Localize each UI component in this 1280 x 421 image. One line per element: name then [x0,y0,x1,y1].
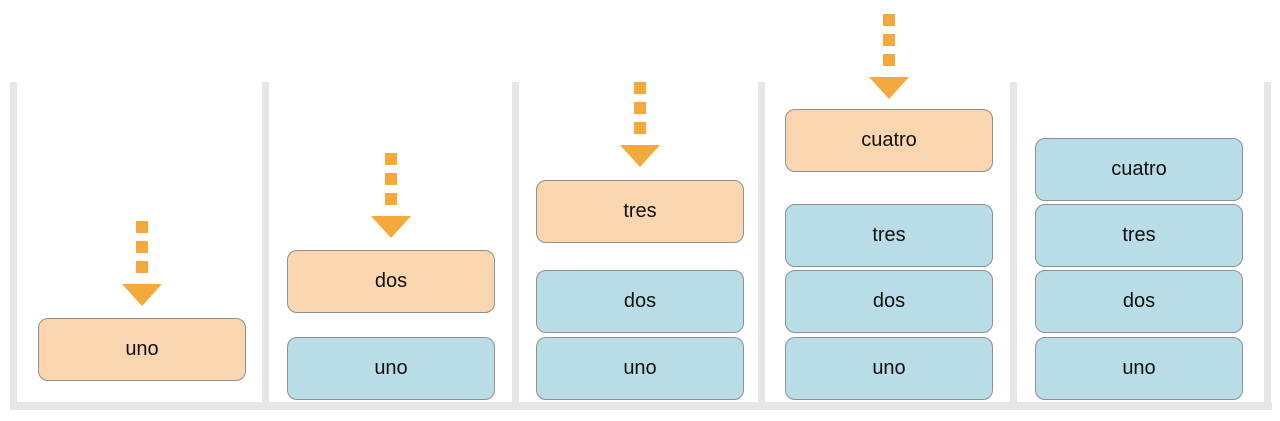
dashed-down-arrow-icon [620,82,660,167]
incoming-element: uno [38,318,246,381]
stacked-element: dos [785,270,993,333]
divider-1-2 [262,82,269,408]
incoming-element: tres [536,180,744,243]
stacked-element: uno [1035,337,1243,400]
divider-right-edge [1264,82,1271,408]
stacked-element: tres [785,204,993,267]
stacked-element: dos [536,270,744,333]
incoming-element: cuatro [785,109,993,172]
dashed-down-arrow-icon [122,221,162,306]
stacked-element: dos [1035,270,1243,333]
stacked-element: tres [1035,204,1243,267]
dashed-down-arrow-icon [869,14,909,99]
divider-left-edge [10,82,17,408]
floor-line [10,402,1272,410]
divider-4-5 [1010,82,1017,408]
stacked-element: uno [785,337,993,400]
divider-3-4 [758,82,765,408]
incoming-element: dos [287,250,495,313]
divider-2-3 [512,82,519,408]
dashed-down-arrow-icon [371,153,411,238]
stacked-element: uno [287,337,495,400]
stacked-element: cuatro [1035,138,1243,201]
stacked-element: uno [536,337,744,400]
